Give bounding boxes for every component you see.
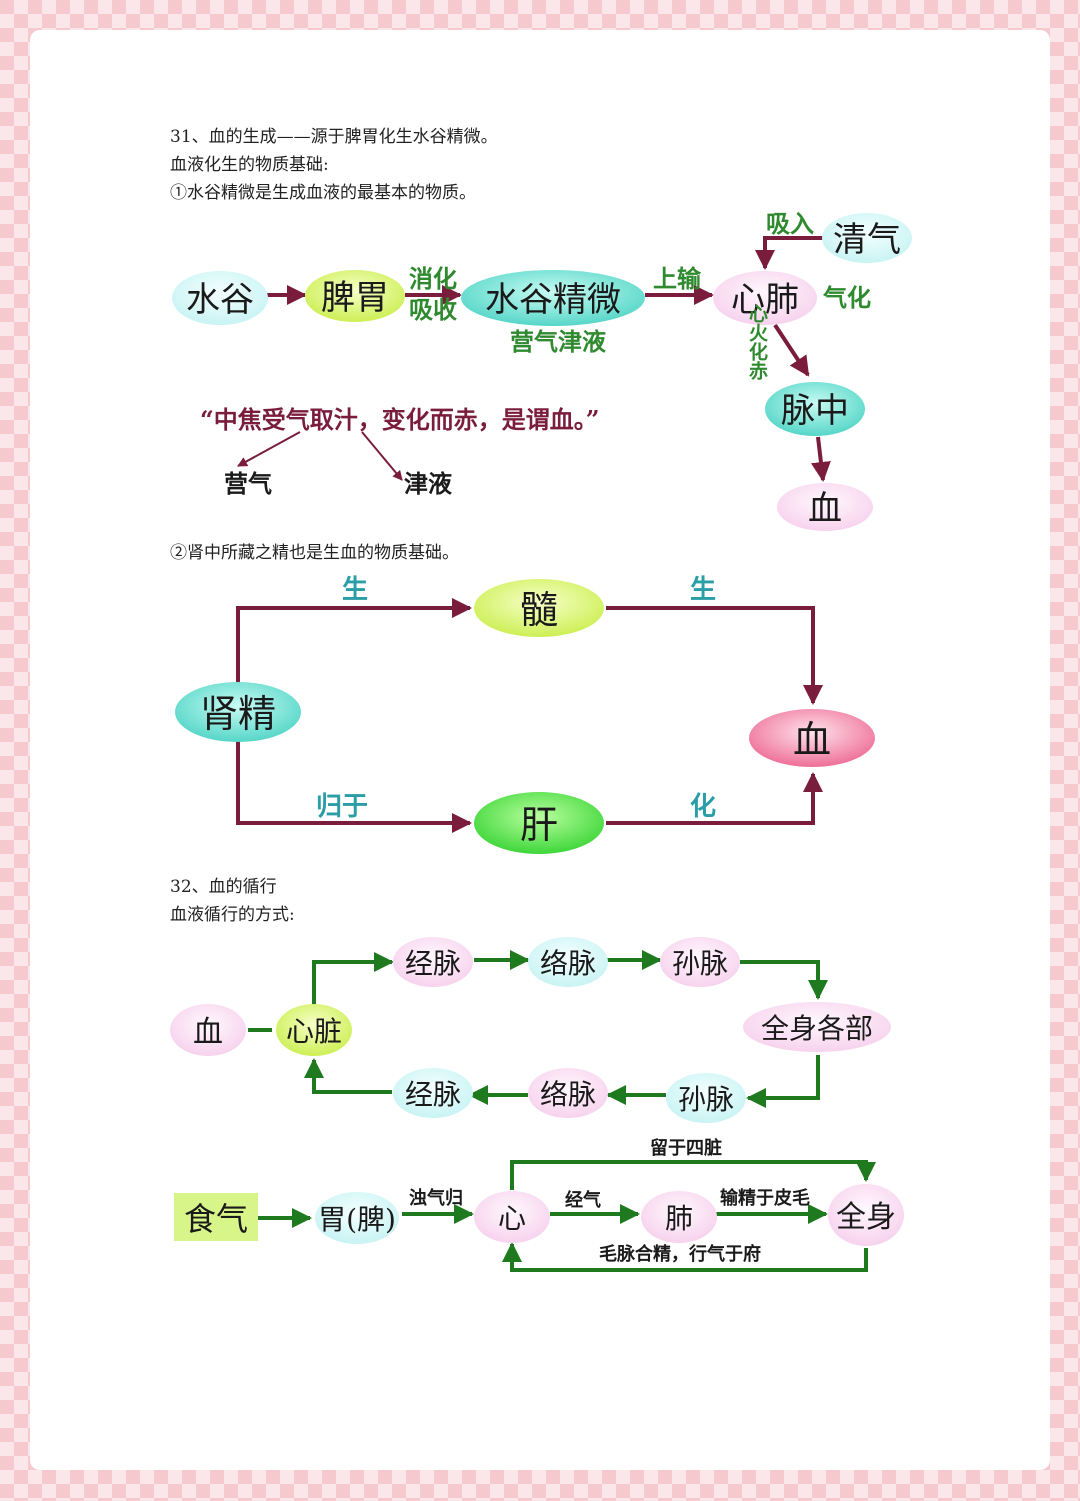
node-quanshen-gebu-label: 全身各部 — [761, 1012, 873, 1045]
label-shangshu: 上输 — [653, 264, 702, 293]
node-quanshen-2-label: 全身 — [836, 1200, 896, 1235]
label-maomai: 毛脉合精，行气于府 — [599, 1243, 761, 1265]
node-luomai-bot-label: 络脉 — [540, 1078, 596, 1111]
node-shuigu — [172, 271, 268, 325]
node-jingmai-top-label: 经脉 — [405, 947, 461, 980]
node-quanshen-gebu — [743, 1002, 891, 1052]
node-luomai-top — [528, 937, 608, 987]
node-weipi — [315, 1192, 399, 1244]
node-jingmai-top — [393, 937, 473, 987]
arrow-shenjing-sui — [236, 598, 472, 685]
label-liuyu: 留于四脏 — [650, 1137, 722, 1159]
node-circ-xue-label: 血 — [193, 1015, 223, 1050]
label-jingqi: 经气 — [565, 1189, 601, 1211]
label-sheng-2: 生 — [690, 575, 716, 605]
node-xue-1-label: 血 — [808, 489, 842, 529]
arrow-qingqi-xinfei — [755, 236, 835, 270]
label-qihua: 气化 — [822, 283, 871, 312]
arrow-xinfei-maizhong — [773, 323, 810, 377]
node-xue-1 — [777, 483, 873, 531]
diagram-circulation: 血 心脏 经脉 络脉 孙脉 全身各部 孙脉 络脉 经脉 — [170, 937, 891, 1123]
node-luomai-top-label: 络脉 — [540, 947, 596, 980]
node-gan — [474, 792, 604, 854]
node-quanshen-2 — [828, 1184, 904, 1246]
node-jingmai-bot-label: 经脉 — [405, 1078, 461, 1111]
node-xue-2-label: 血 — [793, 718, 831, 762]
diagram-food-qi: 食气 胃(脾) 心 肺 全身 浊气归 经气 输精于皮毛 留于四脏 毛脉合精，行气… — [174, 1137, 904, 1272]
node-qingqi — [822, 213, 912, 263]
node-xue-2 — [749, 709, 875, 767]
section31-line3: ①水谷精微是生成血液的最基本的物质。 — [170, 183, 476, 203]
node-jingwei — [461, 270, 645, 326]
label-xiru: 吸入 — [766, 209, 814, 238]
arrow-xinzang-jingmai — [312, 952, 394, 1005]
section32-line2: 血液循行的方式: — [170, 905, 295, 925]
node-jingmai-bot — [393, 1068, 473, 1118]
section31-line4: ②肾中所藏之精也是生血的物质基础。 — [170, 543, 459, 563]
node-sunmai-top — [660, 937, 740, 987]
node-maizhong — [765, 382, 865, 436]
node-maizhong-label: 脉中 — [781, 391, 849, 431]
arrow-maizhong-xue — [810, 436, 831, 482]
arrow-sunmai-quanshen — [740, 960, 828, 1000]
node-luomai-bot — [528, 1068, 608, 1118]
label-xishou: 吸收 — [409, 295, 457, 324]
label-jinye: 津液 — [404, 469, 452, 498]
node-shenjing-label: 肾精 — [200, 692, 276, 736]
node-weipi-label: 胃(脾) — [318, 1203, 396, 1236]
section32-title: 32、血的循行 — [170, 877, 277, 897]
arrow-quanshen-xin-bottom — [502, 1242, 868, 1272]
section31-title: 31、血的生成——源于脾胃化生水谷精微。 — [170, 127, 498, 147]
label-yingqi: 营气 — [224, 469, 272, 498]
diagram-kidney-essence: 肾精 髓 血 肝 生 生 归于 化 — [175, 575, 875, 854]
label-xiaohua: 消化 — [409, 264, 457, 293]
node-piwei-label: 脾胃 — [321, 278, 389, 318]
arrow-quanshen-sunmai — [746, 1055, 820, 1108]
label-hua: 化 — [690, 792, 716, 822]
node-xin-label: 心 — [498, 1202, 526, 1235]
node-shiqi-label: 食气 — [184, 1200, 248, 1238]
node-gan-label: 肝 — [520, 803, 558, 847]
node-sui-label: 髓 — [520, 588, 558, 632]
arrow-quote-jinye — [361, 431, 403, 481]
node-xin — [474, 1191, 550, 1243]
section31-line2: 血液化生的物质基础: — [170, 155, 329, 175]
node-sunmai-bot — [666, 1073, 746, 1123]
node-xinfei — [713, 271, 817, 325]
label-guiyu: 归于 — [316, 792, 368, 822]
node-shuigu-label: 水谷 — [186, 280, 254, 320]
node-piwei — [305, 270, 405, 322]
node-circ-xue — [170, 1004, 246, 1056]
node-fei — [641, 1191, 717, 1243]
arrow-jingmai-xinzang — [304, 1058, 392, 1094]
node-sui — [474, 579, 604, 637]
arrow-gan-xue — [606, 772, 823, 825]
label-sheng-1: 生 — [342, 575, 368, 605]
quote-text: “中焦受气取汁，变化而赤，是谓血。” — [200, 405, 600, 434]
arrow-quote-yingqi — [237, 431, 301, 467]
node-xinzang-label: 心脏 — [286, 1015, 342, 1048]
arrow-sui-xue — [606, 606, 823, 705]
arrow-xin-quanshen-top — [510, 1160, 876, 1190]
node-shenjing — [175, 682, 301, 742]
node-sunmai-bot-label: 孙脉 — [678, 1083, 734, 1116]
label-zhuoqigui: 浊气归 — [409, 1187, 463, 1209]
label-yingqijinye: 营气津液 — [510, 327, 606, 356]
node-xinfei-label: 心肺 — [731, 280, 799, 320]
node-fei-label: 肺 — [665, 1202, 693, 1235]
node-xinzang — [276, 1004, 352, 1056]
node-shiqi — [174, 1193, 258, 1241]
node-sunmai-top-label: 孙脉 — [672, 947, 728, 980]
node-qingqi-label: 清气 — [833, 220, 901, 260]
label-xinhuohuachi: 心火化赤 — [746, 304, 768, 380]
label-shujing: 输精于皮毛 — [720, 1187, 810, 1209]
diagram-blood-generation: 水谷 脾胃 水谷精微 心肺 清气 脉中 血 消化 吸收 营气津液 上输 吸入 气… — [172, 209, 912, 531]
arrow-shenjing-gan — [236, 740, 472, 833]
node-jingwei-label: 水谷精微 — [485, 280, 621, 320]
